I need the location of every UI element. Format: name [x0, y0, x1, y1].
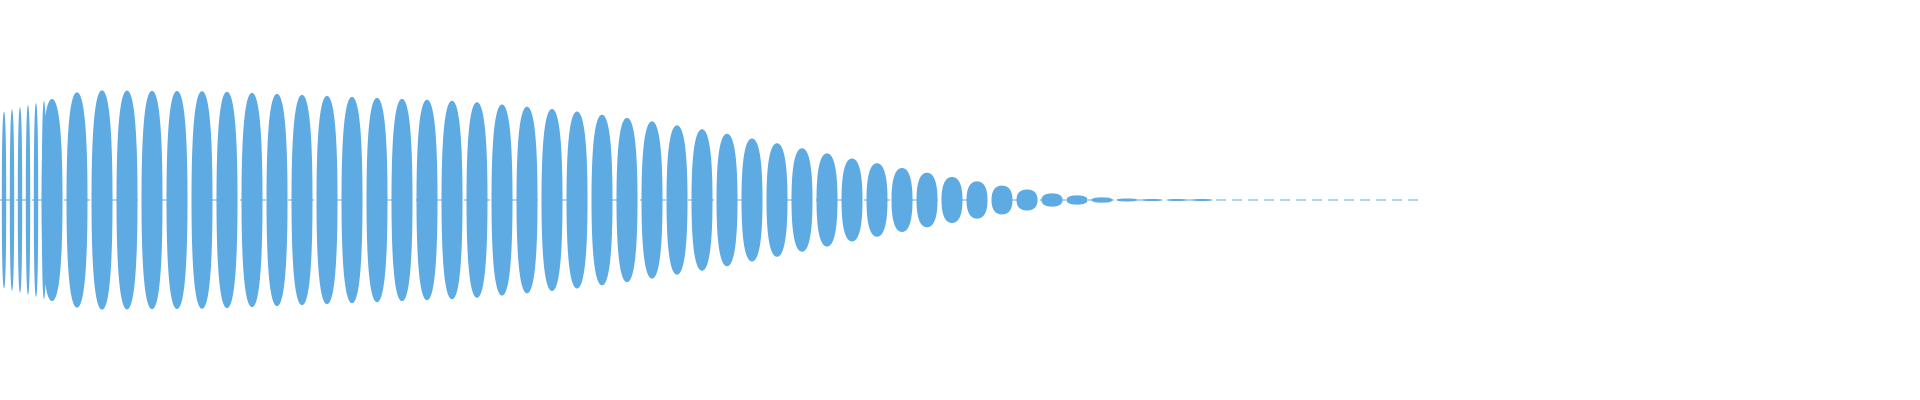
waveform-lobe [516, 106, 538, 294]
waveform-lobe [25, 105, 31, 295]
waveform-lobe [416, 99, 438, 301]
waveform-lobe [66, 92, 88, 308]
waveform-lobe [241, 92, 263, 308]
waveform-lobe [591, 114, 613, 286]
waveform-lobe [191, 91, 213, 309]
waveform-lobe [691, 129, 713, 271]
waveform-lobe [866, 163, 888, 237]
waveform-lobes [1, 90, 1213, 310]
waveform-lobe [916, 172, 938, 228]
waveform-lobe [816, 153, 838, 247]
waveform-lobe [991, 185, 1013, 215]
waveform-lobe [641, 121, 663, 279]
waveform-lobe [466, 102, 488, 298]
waveform-lobe [116, 90, 138, 310]
waveform-lobe [291, 94, 313, 306]
waveform-lobe [1091, 197, 1113, 203]
waveform-lobe [1041, 193, 1063, 207]
waveform-lobe [9, 109, 15, 291]
